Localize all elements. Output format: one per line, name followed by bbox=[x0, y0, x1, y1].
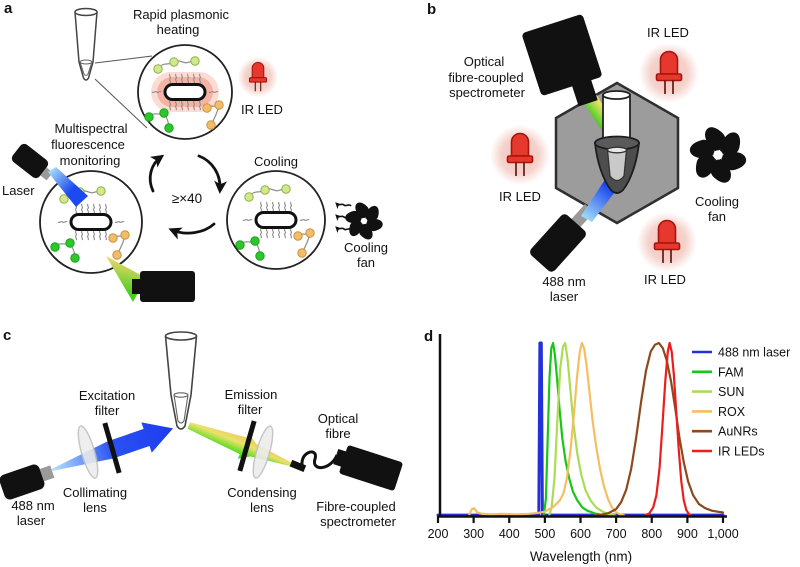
spectrum-curve-sun bbox=[547, 341, 617, 517]
collimating-lens-icon bbox=[77, 425, 99, 479]
condensing-lens-label: Condensing bbox=[227, 485, 296, 500]
panel-letter-d: d bbox=[424, 328, 433, 345]
emission-filter-label: Emission bbox=[225, 387, 278, 402]
cycle-count-label: ≥×40 bbox=[172, 191, 202, 206]
excitation-filter-label-line2: filter bbox=[95, 403, 120, 418]
cooling-fan-icon bbox=[343, 200, 385, 242]
cooling-fan-label: Cooling bbox=[695, 194, 739, 209]
spectrometer-label-line3: spectrometer bbox=[449, 85, 526, 100]
x-tick-label: 400 bbox=[499, 527, 520, 541]
sample-vial bbox=[594, 90, 640, 194]
excitation-filter-icon bbox=[102, 422, 122, 474]
panel-letter-a: a bbox=[4, 0, 13, 17]
fibre-tip-connector bbox=[289, 459, 307, 472]
x-axis-ticks: 200 300 400 500 600 700 800 900 1,000 bbox=[428, 516, 739, 541]
spectrum-curve-ir-leds bbox=[643, 341, 693, 517]
condensing-lens-icon bbox=[252, 425, 274, 479]
sample-tube-icon bbox=[164, 331, 198, 430]
heating-step-title: Rapid plasmonic bbox=[133, 7, 230, 22]
spectrometer-label: Optical bbox=[464, 54, 505, 69]
monitoring-step-title-line2: fluorescence bbox=[51, 137, 125, 152]
optical-fibre-cable bbox=[300, 450, 339, 470]
spectrometer-label-line2: fibre-coupled bbox=[448, 70, 523, 85]
ir-led-left-label: IR LED bbox=[499, 189, 541, 204]
monitoring-step-circle bbox=[39, 170, 143, 274]
cycle-arrows bbox=[148, 154, 227, 240]
x-tick-label: 900 bbox=[677, 527, 698, 541]
heating-step-title-line2: heating bbox=[157, 22, 200, 37]
collimating-lens-label: Collimating bbox=[63, 485, 127, 500]
spectrum-curve-aunrs bbox=[593, 341, 725, 517]
panel-c-optical-path-schematic: c bbox=[0, 327, 403, 529]
cooling-step-circle bbox=[226, 170, 326, 270]
legend-label: AuNRs bbox=[718, 425, 758, 439]
ir-led-icon-top bbox=[638, 42, 700, 104]
cooling-step-title: Cooling bbox=[254, 154, 298, 169]
condensing-lens-label-line2: lens bbox=[250, 500, 274, 515]
spectrometer-icon bbox=[522, 14, 602, 107]
ir-led-top-label: IR LED bbox=[647, 25, 689, 40]
spectrometer-icon bbox=[333, 445, 403, 491]
collimating-lens-label-line2: lens bbox=[83, 500, 107, 515]
laser-label: 488 nm bbox=[11, 498, 54, 513]
magnifier-line bbox=[94, 78, 148, 129]
fibre-coupled-spectrometer-label-line2: spectrometer bbox=[320, 514, 397, 529]
spectrum-curve-fam bbox=[542, 341, 611, 517]
excitation-filter-label: Excitation bbox=[79, 388, 135, 403]
x-axis-title: Wavelength (nm) bbox=[530, 549, 632, 564]
spectrum-curves bbox=[436, 341, 725, 517]
heating-step-circle bbox=[137, 44, 233, 140]
ir-led-icon-bottom bbox=[636, 211, 698, 273]
ir-led-bottom-label: IR LED bbox=[644, 272, 686, 287]
x-tick-label: 800 bbox=[641, 527, 662, 541]
spectrometer-icon bbox=[132, 271, 195, 302]
x-tick-label: 200 bbox=[428, 527, 449, 541]
x-tick-label: 700 bbox=[606, 527, 627, 541]
laser-icon bbox=[11, 143, 53, 181]
panel-letter-c: c bbox=[3, 327, 11, 344]
panel-letter-b: b bbox=[427, 1, 436, 18]
cooling-fan-icon bbox=[687, 124, 749, 186]
cooling-fan-label-line2: fan bbox=[357, 255, 375, 270]
ir-led-icon bbox=[237, 56, 279, 98]
legend-label: 488 nm laser bbox=[718, 346, 790, 360]
spectrum-curve-488-nm-laser bbox=[436, 341, 725, 517]
laser-label-line2: laser bbox=[17, 513, 46, 528]
panel-b-instrument-schematic: b Optical fibre-coupled spectrometer IR … bbox=[427, 1, 749, 304]
monitoring-step-title: Multispectral bbox=[55, 121, 128, 136]
x-tick-label: 500 bbox=[534, 527, 555, 541]
optical-fibre-label: Optical bbox=[318, 411, 359, 426]
legend-label: ROX bbox=[718, 405, 746, 419]
panel-d-spectra-chart: d 200 300 400 500 600 700 800 900 1,000 Waveleng… bbox=[424, 328, 790, 564]
emission-filter-label-line2: filter bbox=[238, 402, 263, 417]
x-tick-label: 300 bbox=[463, 527, 484, 541]
optical-fibre-label-line2: fibre bbox=[325, 426, 350, 441]
x-tick-label: 1,000 bbox=[707, 527, 738, 541]
excitation-beam bbox=[48, 167, 88, 207]
laser-icon bbox=[0, 464, 55, 500]
x-tick-label: 600 bbox=[570, 527, 591, 541]
laser-label: 488 nm bbox=[542, 274, 585, 289]
legend-label: IR LEDs bbox=[718, 445, 765, 459]
laser-label-line2: laser bbox=[550, 289, 579, 304]
panel-a-thermal-cycle-schematic: a Rapid plasmonic heating IR LED Multisp… bbox=[2, 0, 388, 302]
monitoring-step-title-line3: monitoring bbox=[60, 153, 121, 168]
ir-led-label: IR LED bbox=[241, 102, 283, 117]
fibre-coupled-spectrometer-label: Fibre-coupled bbox=[316, 499, 396, 514]
cooling-fan-label: Cooling bbox=[344, 240, 388, 255]
spectrum-curve-rox bbox=[468, 341, 626, 517]
legend-label: FAM bbox=[718, 365, 744, 379]
magnifier-line bbox=[94, 55, 153, 64]
sample-tube-icon bbox=[74, 7, 98, 81]
laser-label: Laser bbox=[2, 183, 35, 198]
ir-led-icon-left bbox=[489, 124, 551, 186]
cooling-fan-label-line2: fan bbox=[708, 209, 726, 224]
legend-label: SUN bbox=[718, 385, 744, 399]
emission-filter-icon bbox=[237, 420, 257, 472]
